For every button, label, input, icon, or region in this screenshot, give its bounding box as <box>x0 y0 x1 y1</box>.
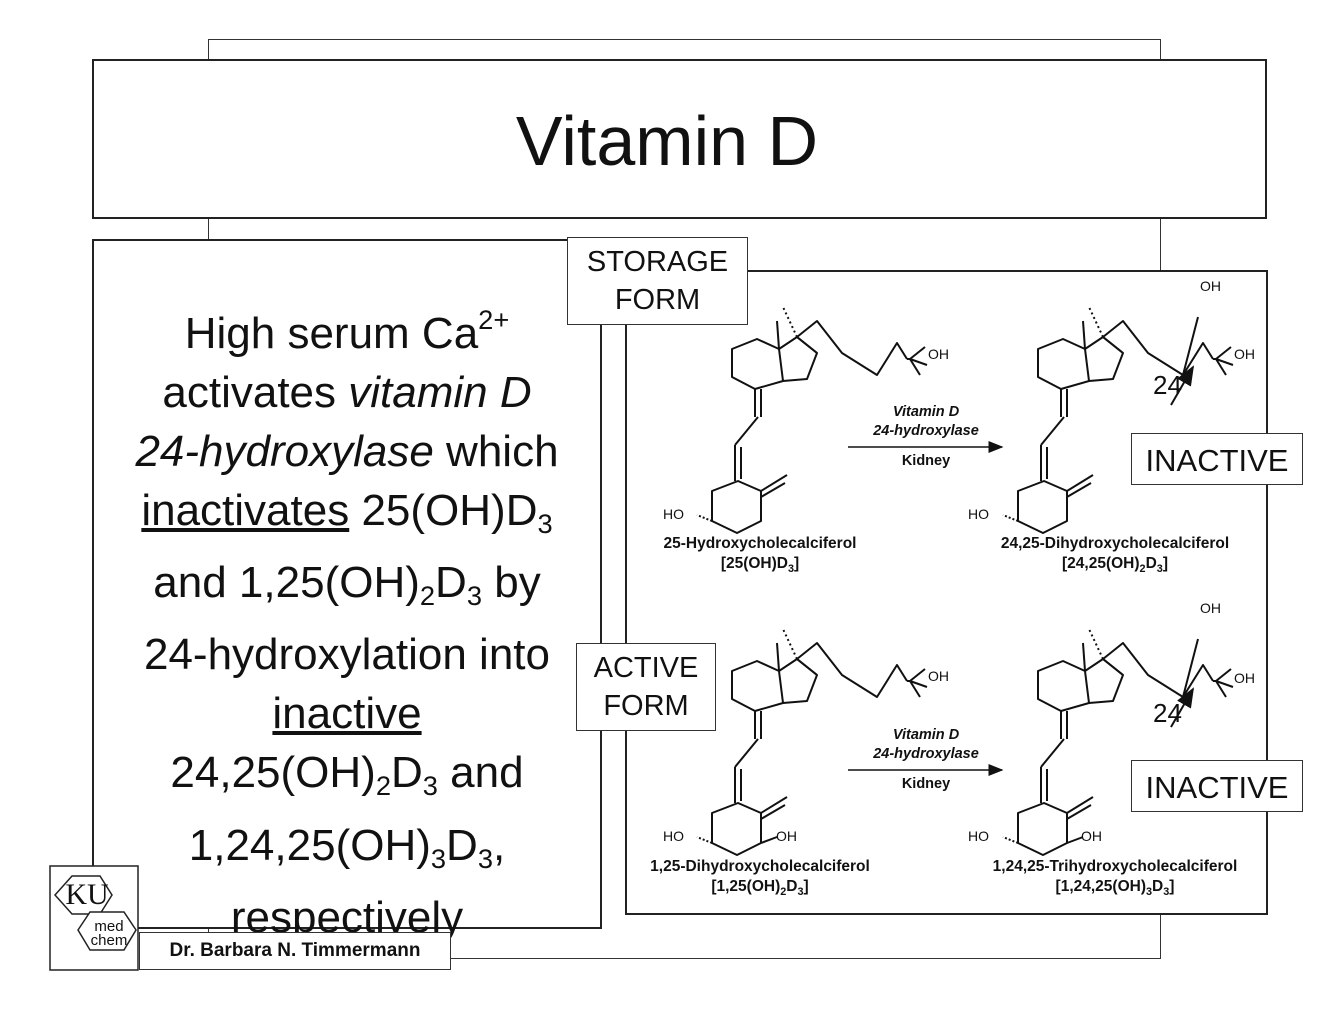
atom-label-oh: OH <box>1234 670 1255 686</box>
author-name: Dr. Barbara N. Timmermann <box>139 932 451 970</box>
molecule-25-hydroxy <box>696 306 928 534</box>
molecule-24-25-dihydroxy <box>1002 306 1234 534</box>
atom-label-oh: OH <box>776 828 797 844</box>
atom-label-ho: HO <box>968 506 989 522</box>
atom-label-oh: OH <box>1081 828 1102 844</box>
slide-title: Vitamin D <box>515 102 819 180</box>
molecule-1-24-25-trihydroxy <box>1002 628 1234 856</box>
molecule-1-25-dihydroxy <box>696 628 928 856</box>
text-panel <box>92 239 602 929</box>
logo-med-text: med <box>94 918 124 935</box>
atom-label-oh: OH <box>928 346 949 362</box>
explanation-paragraph: High serum Ca2+ activates vitamin D 24-h… <box>135 304 559 942</box>
molecule-name-3: 1,25-Dihydroxycholecalciferol [1,25(OH)2… <box>650 858 870 899</box>
atom-label-oh: OH <box>1200 600 1221 616</box>
inactive-label-top: INACTIVE <box>1131 433 1303 485</box>
atom-label-oh: OH <box>1234 346 1255 362</box>
enzyme-label-top: Vitamin D 24-hydroxylase Kidney <box>873 404 979 469</box>
inactive-label-bottom: INACTIVE <box>1131 760 1303 812</box>
molecule-name-1: 25-Hydroxycholecalciferol [25(OH)D3] <box>663 535 857 576</box>
storage-form-label: STORAGE FORM <box>567 237 748 325</box>
ku-logo-icon <box>49 865 139 971</box>
molecule-name-2: 24,25-Dihydroxycholecalciferol [24,25(OH… <box>1000 535 1230 576</box>
molecule-name-4: 1,24,25-Trihydroxycholecalciferol [1,24,… <box>992 858 1238 899</box>
enzyme-label-bottom: Vitamin D 24-hydroxylase Kidney <box>873 727 979 792</box>
atom-label-ho: HO <box>663 506 684 522</box>
logo-ku-text: KU <box>65 878 109 911</box>
position-24-label: 24 <box>1153 370 1182 400</box>
atom-label-oh: OH <box>928 668 949 684</box>
atom-label-ho: HO <box>663 828 684 844</box>
atom-label-oh: OH <box>1200 278 1221 294</box>
atom-label-ho: HO <box>968 828 989 844</box>
active-form-label: ACTIVE FORM <box>576 643 716 731</box>
position-24-label: 24 <box>1153 698 1182 728</box>
logo-chem-text: chem <box>90 932 128 949</box>
title-box <box>92 59 1267 219</box>
